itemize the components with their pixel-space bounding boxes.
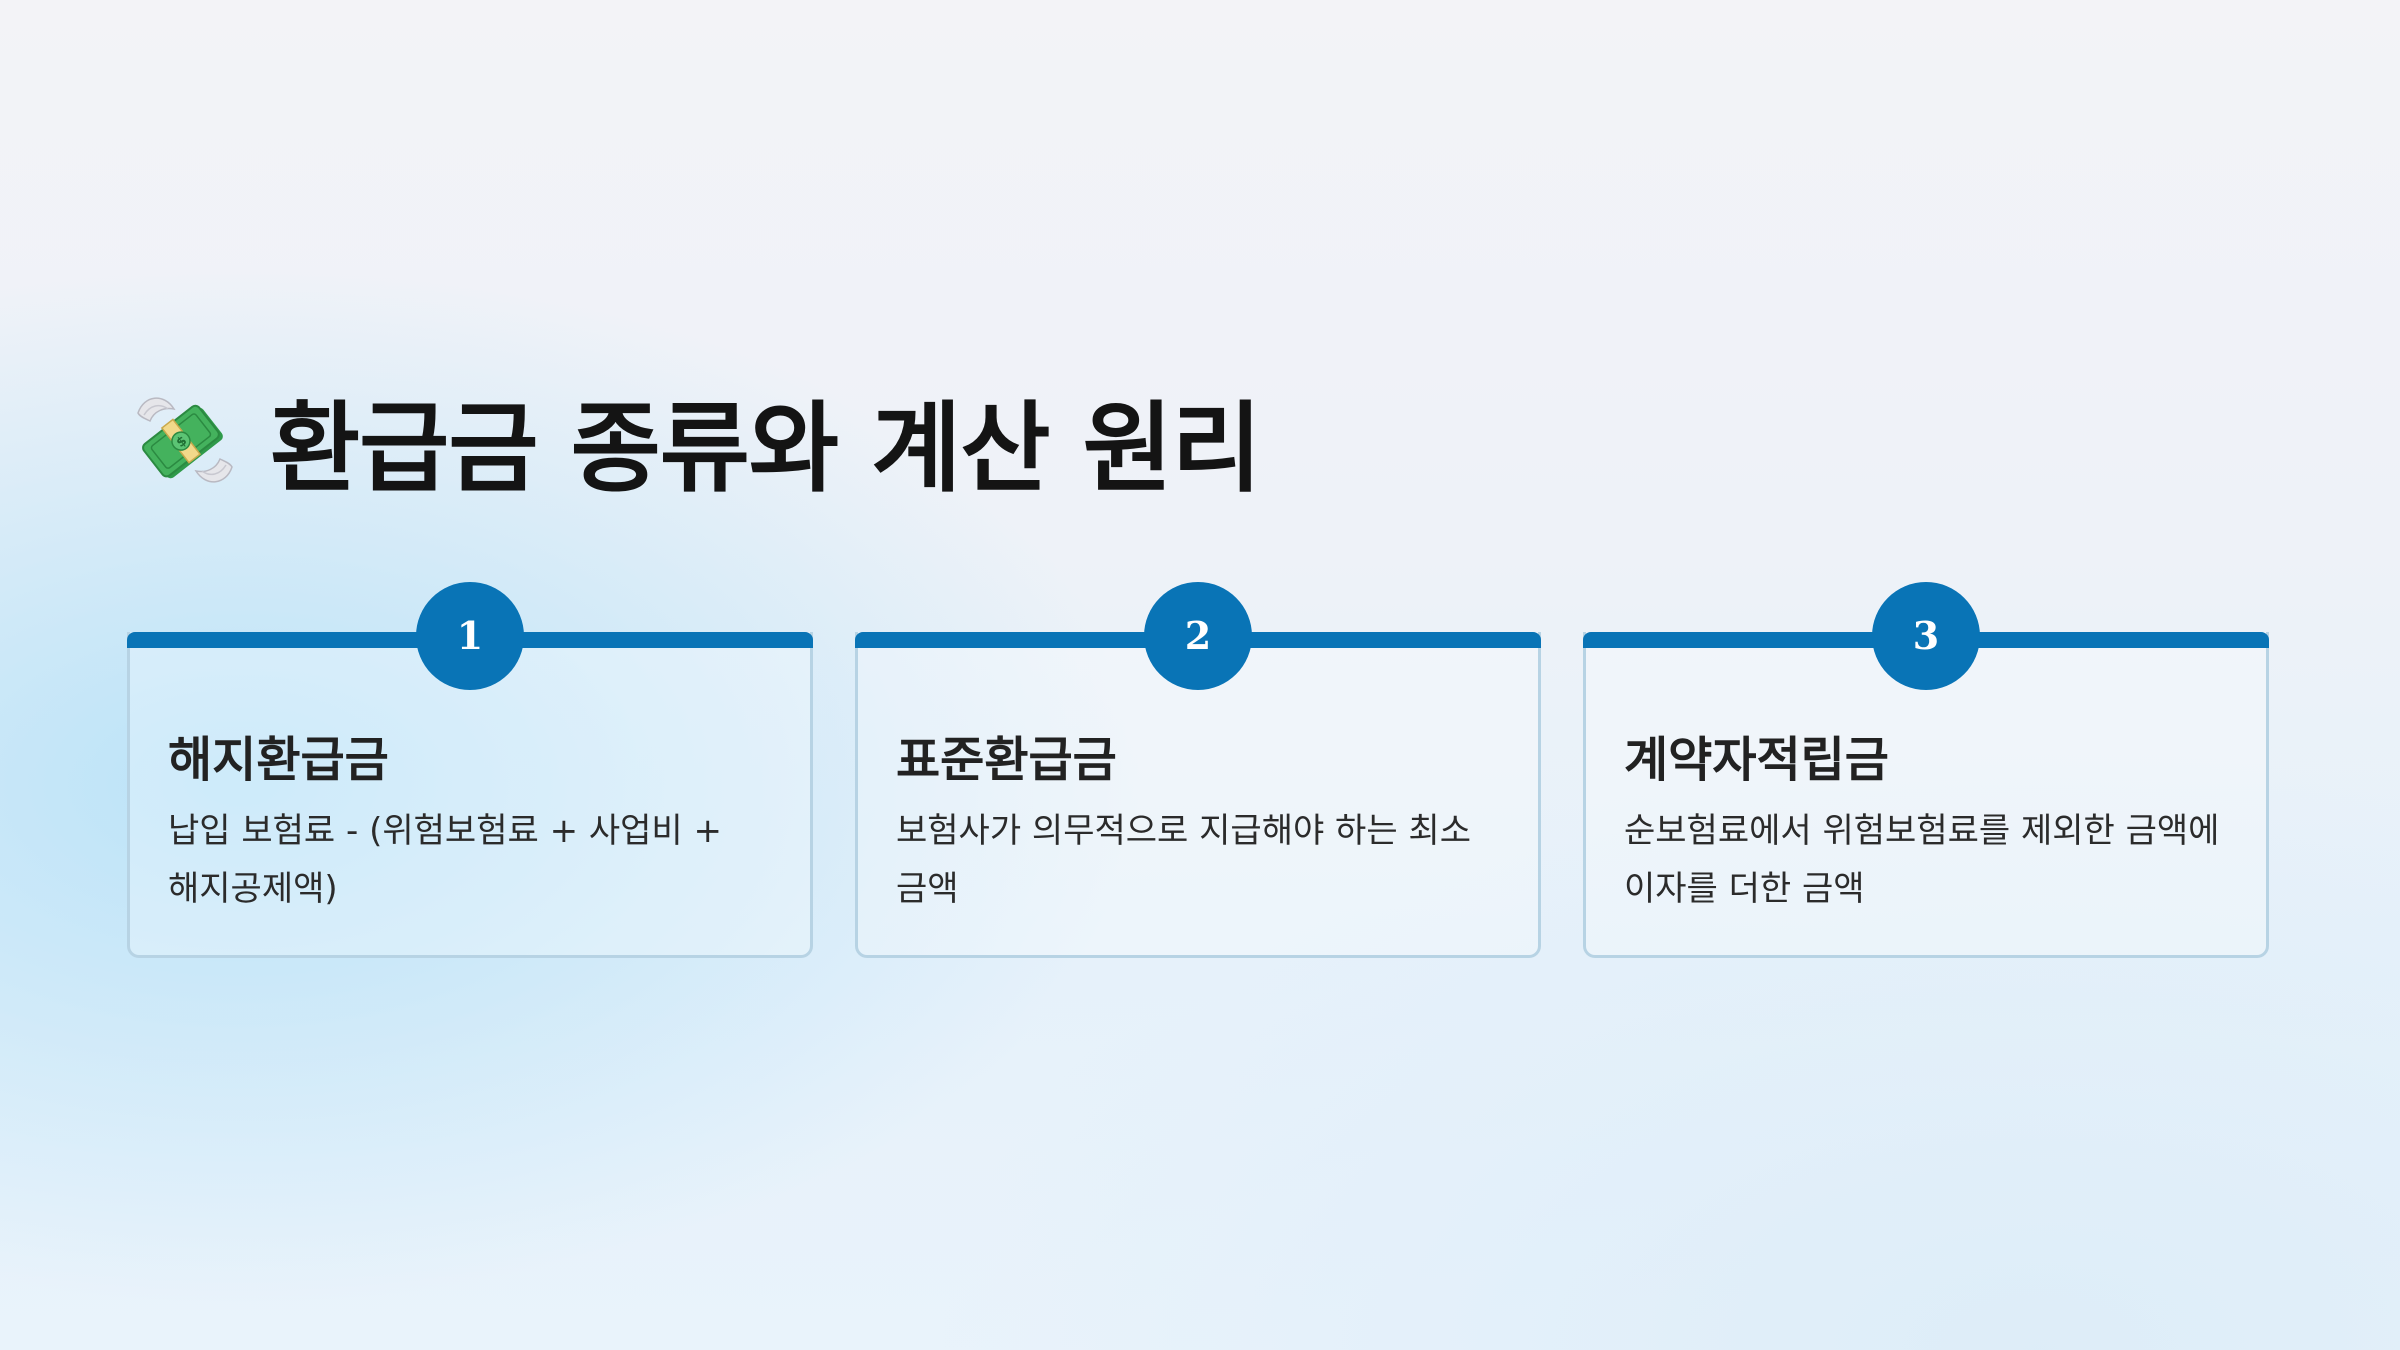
card-description: 순보험료에서 위험보험료를 제외한 금액에 이자를 더한 금액 xyxy=(1624,811,2220,909)
step-number-badge: 2 xyxy=(1144,582,1252,690)
card-title: 해지환급금 xyxy=(168,732,389,788)
money-with-wings-icon: $ xyxy=(137,397,233,483)
page-title: $ 환급금 종류와 계산 원리 xyxy=(130,380,1262,506)
card-description: 보험사가 의무적으로 지급해야 하는 최소 금액 xyxy=(896,811,1471,909)
refund-card-3: 3 계약자적립금 순보험료에서 위험보험료를 제외한 금액에 이자를 더한 금액 xyxy=(1583,582,2269,958)
card-title: 계약자적립금 xyxy=(1624,732,1889,788)
card-description: 납입 보험료 - (위험보험료 + 사업비 + 해지공제액) xyxy=(168,811,722,909)
card-title: 표준환급금 xyxy=(896,732,1117,788)
refund-card-1: 1 해지환급금 납입 보험료 - (위험보험료 + 사업비 + 해지공제액) xyxy=(127,582,813,958)
refund-card-2: 2 표준환급금 보험사가 의무적으로 지급해야 하는 최소 금액 xyxy=(855,582,1541,958)
page-title-text: 환급금 종류와 계산 원리 xyxy=(270,392,1262,506)
step-number-badge: 1 xyxy=(416,582,524,690)
step-number-badge: 3 xyxy=(1872,582,1980,690)
